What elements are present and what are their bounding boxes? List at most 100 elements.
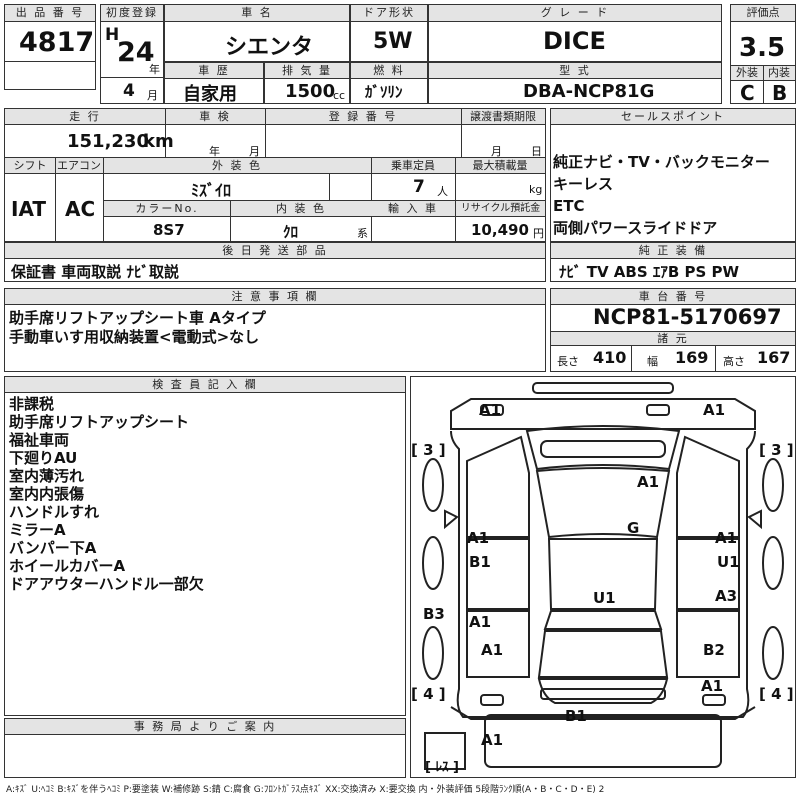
grade: DICE <box>543 27 606 55</box>
year-unit: 年 <box>149 63 160 76</box>
damage-mark: A1 <box>469 613 491 631</box>
later-docs-box: 後 日 発 送 部 品 保証書 車両取説 ﾅﾋﾞ取説 <box>4 242 546 282</box>
registration-year: 24 <box>117 37 155 68</box>
inspection-month-unit: 月 <box>249 145 260 158</box>
inspector-line: ホイールカバーA <box>9 557 126 575</box>
damage-mark: A1 <box>715 529 737 547</box>
later-docs-label: 後 日 発 送 部 品 <box>5 243 545 259</box>
lot-number: 4817 <box>19 27 95 58</box>
mileage: 151,230 <box>67 131 149 152</box>
damage-mark: [ 3 ] <box>759 441 794 459</box>
car-name-box: 車 名 シエンタ <box>164 4 350 62</box>
fuel: ｶﾞｿﾘﾝ <box>365 83 403 101</box>
interior-grade: B <box>772 81 788 105</box>
damage-diagram-box: A1 A1 [ 3 ] [ 3 ] A1 G A1 A1 B1 U1 B3 U1… <box>410 376 796 778</box>
shift: IAT <box>11 197 47 221</box>
exterior-grade: C <box>740 81 755 105</box>
damage-mark: [ ﾚｽ ] <box>425 760 459 775</box>
displacement: 1500 <box>285 81 336 102</box>
registration-month: 4 <box>123 81 135 101</box>
damage-mark: A1 <box>479 401 501 419</box>
capacity-unit: 人 <box>437 185 448 198</box>
recycle-unit: 円 <box>533 227 544 240</box>
transfer-day-unit: 日 <box>531 145 542 158</box>
first-registration-box: 初度登録 H 24 年 4 月 <box>100 4 164 104</box>
era: H <box>105 25 120 45</box>
model-label: 型 式 <box>429 63 721 79</box>
damage-mark: B1 <box>565 707 587 725</box>
inspection-label: 車 検 <box>165 109 265 125</box>
height-label: 高さ <box>723 355 745 368</box>
inspector-notes: 非課税 助手席リフトアップシート 福祉車両 下廻りAU 室内薄汚れ 室内内張傷 … <box>9 395 204 593</box>
damage-mark: [ 3 ] <box>411 441 446 459</box>
recycle-label: リサイクル預託金 <box>456 201 545 217</box>
grade-box: グ レ ー ド DICE <box>428 4 722 62</box>
displacement-unit: cc <box>333 89 346 102</box>
capacity-label: 乗車定員 <box>371 158 455 174</box>
displacement-box: 排 気 量 1500 cc <box>264 62 350 104</box>
damage-mark: B2 <box>703 641 725 659</box>
damage-mark: A1 <box>701 677 723 695</box>
sales-point: 純正ナビ・TV・バックモニター <box>553 153 770 171</box>
equipment: ﾅﾋﾞ TV ABS ｴｱB PS PW <box>559 263 740 281</box>
aircon: AC <box>65 197 96 221</box>
inspector-line: ハンドルすれ <box>9 503 100 521</box>
later-docs: 保証書 車両取説 ﾅﾋﾞ取説 <box>11 263 179 281</box>
inspector-line: 福祉車両 <box>9 431 70 449</box>
width: 169 <box>675 348 709 367</box>
height: 167 <box>757 348 791 367</box>
transfer-month-unit: 月 <box>491 145 502 158</box>
inspector-line: 助手席リフトアップシート <box>9 413 190 431</box>
damage-mark: A1 <box>467 529 489 547</box>
damage-mark: U1 <box>717 553 740 571</box>
sales-point: 両側パワースライドドア <box>553 219 718 237</box>
damage-mark: A1 <box>703 401 725 419</box>
interior-color: ｸﾛ <box>283 223 299 241</box>
damage-mark: [ 4 ] <box>411 685 446 703</box>
max-load-label: 最大積載量 <box>455 158 545 174</box>
interior-color-label: 内 装 色 <box>231 201 371 217</box>
chassis-label: 車 台 番 号 <box>551 289 795 305</box>
capacity: 7 <box>413 177 425 197</box>
sales-point: キーレス <box>553 175 614 193</box>
door-label: ドア形状 <box>351 5 427 22</box>
note-line: 助手席リフトアップシート車 Aタイプ <box>9 309 266 327</box>
equipment-label: 純 正 装 備 <box>551 243 795 259</box>
model-box: 型 式 DBA-NCP81G <box>428 62 722 104</box>
month-unit: 月 <box>147 89 158 102</box>
sales-points-label: セールスポイント <box>551 109 795 125</box>
exterior-color: ﾐｽﾞｲﾛ <box>191 181 232 200</box>
notes-label: 注 意 事 項 欄 <box>5 289 545 305</box>
vehicle-details-box: 走 行 車 検 登 録 番 号 譲渡書類期限 151,230 km 年 月 月 … <box>4 108 546 242</box>
displacement-label: 排 気 量 <box>265 63 349 79</box>
exterior-color-label: 外 装 色 <box>103 158 371 174</box>
sales-points-box: セールスポイント 純正ナビ・TV・バックモニター キーレス ETC 両側パワース… <box>550 108 796 242</box>
notes-box: 注 意 事 項 欄 助手席リフトアップシート車 Aタイプ 手動車いす用収納装置<… <box>4 288 546 372</box>
inspection-year-unit: 年 <box>209 145 220 158</box>
damage-mark: A1 <box>637 473 659 491</box>
chassis-box: 車 台 番 号 NCP81-5170697 諸 元 長さ 410 幅 169 高… <box>550 288 796 372</box>
legend-footer: A:ｷｽﾞ U:ﾍｺﾐ B:ｷｽﾞを伴うﾍｺﾐ P:要塗装 W:補修跡 S:錆 … <box>6 785 605 795</box>
inspector-line: ドアアウターハンドル一部欠 <box>9 575 204 593</box>
plate-label: 登 録 番 号 <box>265 109 461 125</box>
sales-point: ETC <box>553 197 585 215</box>
note-line: 手動車いす用収納装置<電動式>なし <box>9 328 260 346</box>
interior-label: 内装 <box>763 66 795 81</box>
damage-mark: B3 <box>423 605 445 623</box>
mileage-unit: km <box>143 131 174 152</box>
door-box: ドア形状 5W <box>350 4 428 62</box>
aircon-label: エアコン <box>55 158 103 174</box>
inspector-line: 下廻りAU <box>9 449 78 467</box>
transfer-label: 譲渡書類期限 <box>461 109 545 125</box>
import-label: 輸 入 車 <box>371 201 455 217</box>
model-code: DBA-NCP81G <box>523 81 655 102</box>
office-box: 事 務 局 よ り ご 案 内 <box>4 718 406 778</box>
chassis-number: NCP81-5170697 <box>593 305 782 329</box>
door-type: 5W <box>373 29 413 54</box>
shift-label: シフト <box>5 158 55 174</box>
interior-color-unit: 系 <box>357 227 368 240</box>
car-name: シエンタ <box>225 35 314 60</box>
history-label: 車 歴 <box>165 63 263 79</box>
damage-mark: A1 <box>481 731 503 749</box>
notes-list: 助手席リフトアップシート車 Aタイプ 手動車いす用収納装置<電動式>なし <box>9 309 266 347</box>
